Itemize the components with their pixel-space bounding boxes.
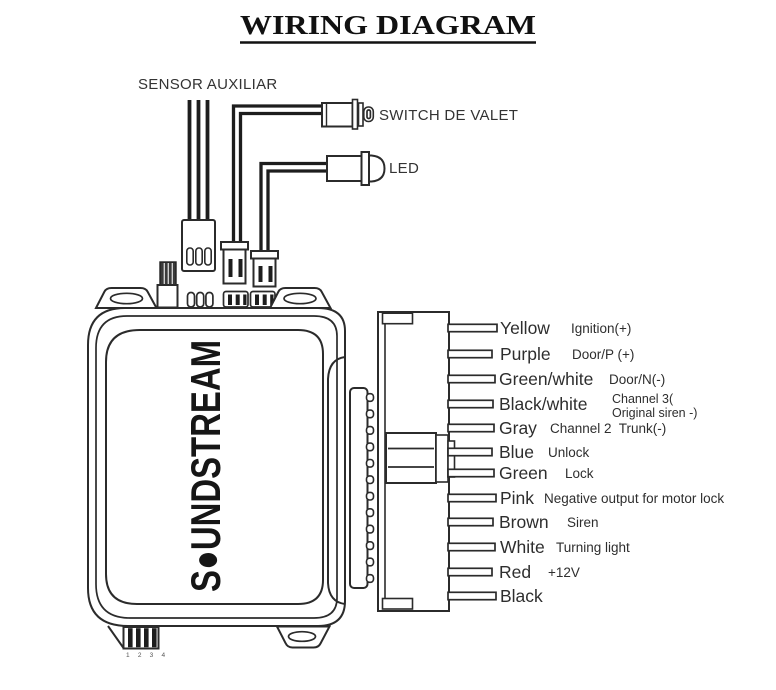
wire-function-label: Door/N(-): [609, 372, 665, 387]
main-unit: 1 2 3 4 S●UNDSTREAM: [87, 261, 346, 659]
socket-bank-icon: [222, 290, 276, 308]
wire-row: Red +12V: [447, 562, 580, 582]
wire-color-label: Pink: [500, 488, 534, 508]
wire-bar: [447, 423, 495, 433]
pin-bump: [365, 475, 375, 485]
wire-bar: [447, 374, 496, 384]
valet-wire: [231, 104, 322, 243]
pin-bump: [365, 491, 375, 501]
wire-color-label: Green/white: [499, 369, 593, 389]
led-icon: [326, 151, 386, 186]
wire-row: Green Lock: [447, 463, 594, 483]
valet-switch-icon: [321, 98, 375, 130]
valet-wire: [238, 111, 322, 243]
wire-color-label: Yellow: [500, 318, 550, 338]
wire-color-label: Black/white: [499, 394, 588, 414]
wire-row: Blue Unlock: [447, 442, 590, 462]
wire-function-label: Unlock: [548, 445, 590, 460]
unit-side-panel: [327, 356, 346, 605]
wire-row: Pink Negative output for motor lock: [447, 488, 724, 508]
led-wire: [266, 169, 327, 252]
wire-row: Black/white Channel 3(Original siren -): [447, 392, 697, 420]
edge-pin-strip: [349, 387, 369, 589]
wire-function-label: +12V: [548, 565, 580, 580]
pin-bump: [365, 409, 375, 419]
wire-row: Purple Door/P (+): [447, 344, 634, 364]
wire-color-label: Black: [500, 586, 543, 606]
wire-bar: [447, 493, 497, 503]
wire-bar: [447, 349, 493, 359]
pin-bump: [365, 442, 375, 452]
wire-function-label: Negative output for motor lock: [544, 491, 724, 506]
wire-function-label: Channel 3(: [612, 392, 674, 406]
pin-bump: [365, 524, 375, 534]
sensor-auxiliar-assembly: SENSOR AUXILIAR: [138, 76, 278, 272]
title-group: WIRING DIAGRAM: [240, 10, 536, 44]
wire-bar: [447, 542, 496, 552]
connector-block: [377, 311, 456, 612]
wire-row: White Turning light: [447, 537, 630, 557]
harness-connector: Yellow Ignition(+) Purple Door/P (+) Green/w…: [349, 311, 724, 612]
led-wire: [259, 161, 327, 252]
sensor-wires: [187, 100, 210, 221]
wire-bar: [447, 517, 494, 527]
edge-pin-bumps: [365, 392, 375, 584]
socket-trio-icon: [186, 291, 214, 308]
valet-plug-icon: [220, 241, 249, 285]
sensor-auxiliar-label: SENSOR AUXILIAR: [138, 76, 278, 93]
wire-row: Yellow Ignition(+): [447, 318, 631, 338]
wire-row: Gray Channel 2 Trunk(-): [447, 418, 666, 438]
unit-case-seam: [95, 315, 338, 619]
brand-logo: S●UNDSTREAM: [182, 340, 229, 592]
wire-row: Green/white Door/N(-): [447, 369, 665, 389]
mounting-ear-top-left: [94, 287, 159, 309]
wire-bar: [447, 399, 494, 409]
mounting-ear-bottom-right: [275, 625, 332, 649]
wire-color-label: Red: [499, 562, 531, 582]
wire-function-label: Original siren -): [612, 406, 697, 420]
pin-bump: [365, 507, 375, 518]
wire-function-label: Siren: [567, 515, 599, 530]
valet-switch-assembly: SWITCH DE VALET: [220, 98, 518, 285]
pin-bump: [365, 425, 375, 436]
wire-bar: [447, 447, 493, 457]
bottom-connector-icon: 1 2 3 4: [107, 625, 168, 659]
unit-label-panel: [105, 329, 324, 605]
wire-function-label: Ignition(+): [571, 321, 631, 336]
wire-color-label: Purple: [500, 344, 551, 364]
pin-bump: [365, 573, 375, 584]
wire-function-label: Door/P (+): [572, 347, 634, 362]
wire-color-label: Blue: [499, 442, 534, 462]
pin-bump: [365, 392, 375, 403]
wire-bar: [447, 591, 497, 601]
led-plug-icon: [250, 250, 279, 288]
page-title: WIRING DIAGRAM: [240, 10, 536, 40]
mounting-ear-top-right: [268, 287, 333, 309]
connector-latch: [385, 432, 456, 484]
wire-bar: [447, 323, 498, 333]
wire-bar: [447, 567, 493, 577]
wire-function-label: Channel 2 Trunk(-): [550, 421, 666, 436]
wire-list: Yellow Ignition(+) Purple Door/P (+) Green/w…: [447, 318, 724, 606]
wire-color-label: Green: [499, 463, 548, 483]
wire-function-label: Turning light: [556, 540, 630, 555]
sensor-connector-icon: [181, 219, 216, 272]
led-label: LED: [389, 160, 419, 177]
antenna-knob-icon: [156, 261, 179, 309]
pin-numbers-label: 1 2 3 4: [126, 652, 168, 659]
wire-color-label: Brown: [499, 512, 549, 532]
led-assembly: LED: [250, 151, 419, 288]
valet-switch-label: SWITCH DE VALET: [379, 107, 518, 124]
wire-bar: [447, 468, 495, 478]
pin-bump: [365, 458, 375, 468]
wire-row: Black: [447, 586, 543, 606]
pin-bump: [365, 557, 375, 567]
pin-bump: [365, 540, 375, 551]
wire-color-label: Gray: [499, 418, 537, 438]
wire-function-label: Lock: [565, 466, 594, 481]
wire-row: Brown Siren: [447, 512, 599, 532]
wire-color-label: White: [500, 537, 545, 557]
